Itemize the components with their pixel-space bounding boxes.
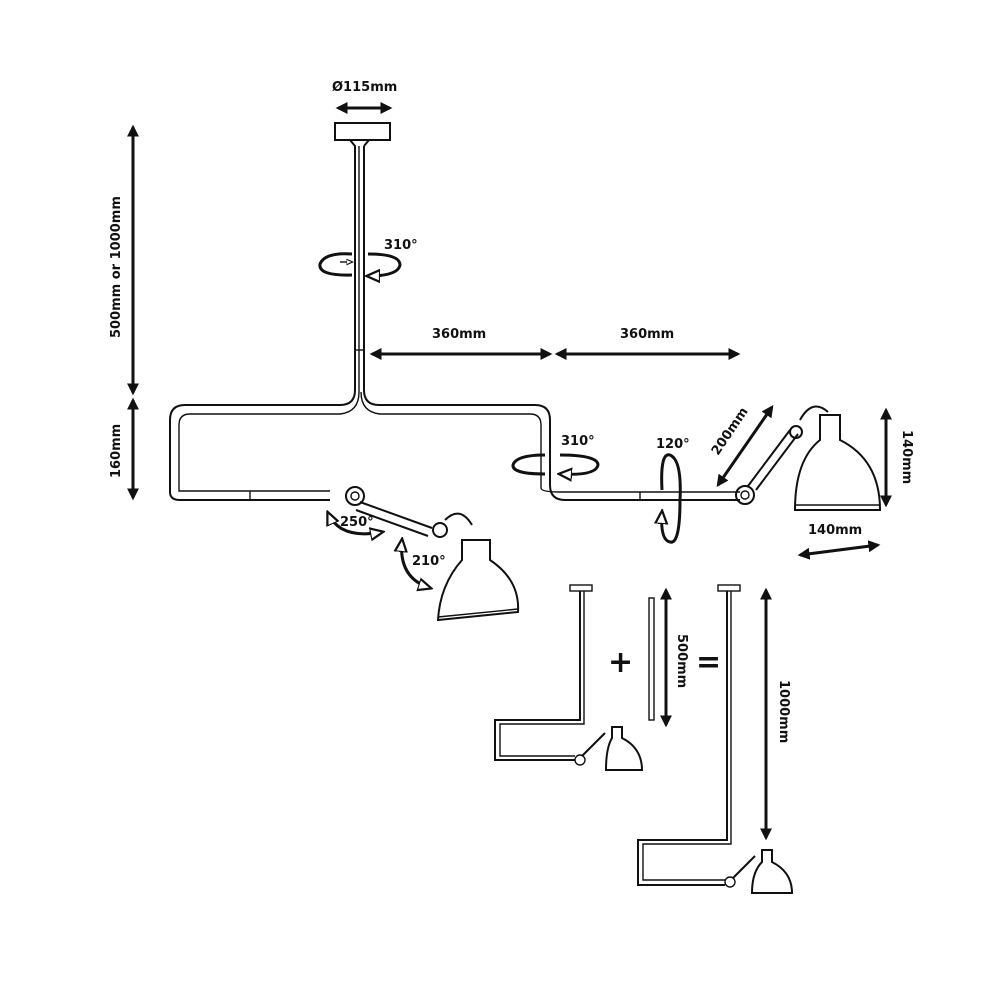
total-height-label: 500mm or 1000mm xyxy=(109,196,124,338)
right-arm-outer xyxy=(363,139,740,501)
tilt-rotation-arrow xyxy=(662,453,682,544)
joint-rotation-label: 250° xyxy=(340,515,374,530)
shade-rotation-label: 210° xyxy=(412,554,446,569)
extension-label: 500mm xyxy=(674,634,689,688)
tilt-rotation-label: 120° xyxy=(656,437,690,452)
main-lamp xyxy=(169,122,882,622)
arm-drop-label: 160mm xyxy=(109,424,124,478)
left-joint xyxy=(345,486,365,506)
canopy-diameter-label: Ø115mm xyxy=(332,80,397,95)
short-lamp-diagram xyxy=(494,584,644,771)
extension-rod xyxy=(648,597,655,721)
arm-right-label: 360mm xyxy=(620,327,674,342)
right-arm-inner xyxy=(360,391,740,493)
left-shade xyxy=(436,539,520,622)
elbow-arm-dimension-arrow xyxy=(716,405,774,487)
ceiling-canopy xyxy=(334,122,391,141)
right-rotation-label: 310° xyxy=(561,434,595,449)
right-shade xyxy=(793,414,882,511)
elbow-arm-label: 200mm xyxy=(709,405,752,458)
plus-sign: + xyxy=(608,645,633,680)
shade-width-label: 140mm xyxy=(808,523,862,538)
right-elbow-arm xyxy=(747,429,799,491)
equals-sign: = xyxy=(696,645,721,680)
left-arm-outer xyxy=(169,139,356,501)
stem-rotation-left xyxy=(318,252,353,277)
long-lamp-diagram xyxy=(637,584,794,894)
left-arm-inner xyxy=(178,146,360,492)
right-rotation-arrow xyxy=(560,453,600,474)
extended-height-label: 1000mm xyxy=(776,680,791,743)
right-joint xyxy=(735,485,755,505)
arm-left-label: 360mm xyxy=(432,327,486,342)
shade-rotation-arrow xyxy=(402,540,430,588)
stem-rotation-label: 310° xyxy=(384,238,418,253)
stem-rotation-right xyxy=(368,252,402,276)
shade-width-arrow xyxy=(797,540,881,560)
joint-rotation-arrow xyxy=(328,513,382,534)
shade-height-label: 140mm xyxy=(899,430,914,484)
